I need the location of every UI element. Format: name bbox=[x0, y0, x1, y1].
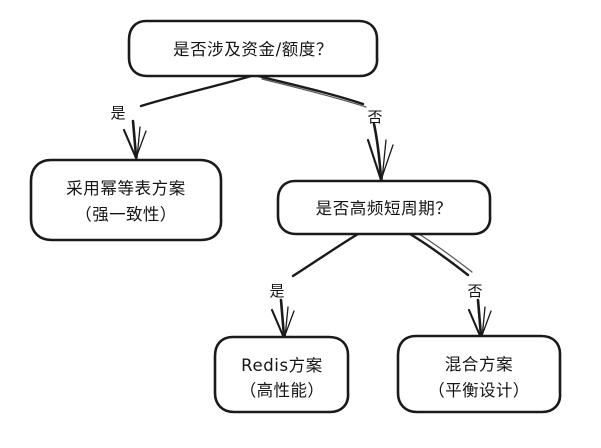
edge-root-no bbox=[256, 74, 394, 182]
edge-root-no-barb-left bbox=[366, 138, 383, 182]
edge-root-yes-barb-mid bbox=[136, 126, 141, 159]
edge-label-root-no: 否 bbox=[367, 108, 382, 126]
node-idempotent-label-line1: 采用幂等表方案 bbox=[66, 179, 186, 198]
edge-root-no-line-echo bbox=[261, 78, 367, 108]
edge-root-yes-line bbox=[139, 74, 253, 108]
edge-label-root-yes: 是 bbox=[110, 104, 125, 122]
edge-freq-yes bbox=[270, 232, 360, 340]
node-frequency-label: 是否高频短周期？ bbox=[316, 199, 453, 218]
edge-freq-no-line-echo bbox=[413, 230, 473, 273]
node-hybrid[interactable]: 混合方案 （平衡设计） bbox=[396, 334, 562, 414]
node-hybrid-label-line1: 混合方案 bbox=[445, 355, 513, 374]
edge-freq-yes-stem bbox=[279, 298, 286, 338]
edge-root-no-stem bbox=[372, 122, 383, 180]
node-hybrid-shape[interactable] bbox=[396, 334, 562, 414]
edge-freq-yes-barb-left bbox=[270, 308, 286, 340]
edge-root-yes-stem bbox=[131, 119, 138, 158]
edge-freq-no-barb-mid bbox=[481, 306, 486, 339]
edge-freq-no-barb-left bbox=[467, 308, 483, 340]
node-redis-label-line2: （高性能） bbox=[240, 381, 325, 400]
edge-root-yes bbox=[122, 74, 253, 160]
node-redis-label-line1: Redis方案 bbox=[241, 356, 323, 375]
node-idempotent-shape[interactable] bbox=[29, 158, 223, 242]
node-redis-shape[interactable] bbox=[213, 335, 350, 414]
edge-label-freq-no: 否 bbox=[467, 282, 482, 300]
node-redis[interactable]: Redis方案 （高性能） bbox=[213, 335, 350, 414]
node-frequency-shape[interactable] bbox=[276, 179, 492, 236]
edge-root-no-barb-mid bbox=[381, 139, 387, 181]
edge-root-yes-barb-left bbox=[122, 128, 138, 160]
edge-freq-yes-line bbox=[291, 232, 360, 278]
node-hybrid-label-line2: （平衡设计） bbox=[428, 381, 529, 400]
edge-freq-no-stem bbox=[476, 298, 483, 338]
node-root-shape[interactable] bbox=[127, 19, 379, 78]
node-root[interactable]: 是否涉及资金/额度？ bbox=[127, 19, 379, 78]
edge-label-freq-yes: 是 bbox=[269, 282, 284, 300]
node-idempotent[interactable]: 采用幂等表方案 （强一致性） bbox=[29, 158, 223, 242]
node-root-label: 是否涉及资金/额度？ bbox=[173, 40, 333, 59]
node-frequency[interactable]: 是否高频短周期？ bbox=[276, 179, 492, 236]
edge-freq-no-line bbox=[408, 232, 470, 277]
edge-root-no-line bbox=[256, 74, 365, 106]
node-idempotent-label-line2: （强一致性） bbox=[75, 205, 176, 224]
edge-freq-yes-barb-mid bbox=[284, 306, 289, 339]
